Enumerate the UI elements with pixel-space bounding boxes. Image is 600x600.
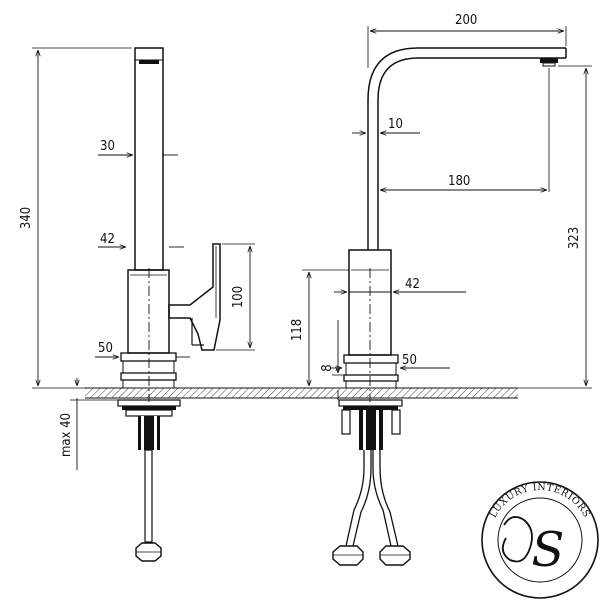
side-base xyxy=(120,352,177,389)
dimension-body-width-side: 42 xyxy=(98,232,184,247)
logo-monogram: S xyxy=(532,522,565,578)
label-reach-inner: 180 xyxy=(448,174,470,189)
dimension-outlet-height: 323 xyxy=(518,65,592,389)
dimension-body-width-front: 42 xyxy=(334,277,466,292)
front-mounting xyxy=(338,399,403,450)
label-base-width-front: 50 xyxy=(402,353,417,368)
side-body xyxy=(127,269,170,354)
dimension-body-height: 118 xyxy=(290,269,349,386)
label-total-height: 340 xyxy=(19,207,34,229)
label-handle-height: 100 xyxy=(231,286,246,308)
dimension-base-width-side: 50 xyxy=(95,341,190,357)
front-view-faucet xyxy=(332,47,567,566)
dimension-reach-inner: 180 xyxy=(380,68,550,192)
dimension-total-height: 340 xyxy=(19,47,132,389)
dimension-base-height: 8 xyxy=(320,320,344,400)
side-mounting xyxy=(117,399,181,450)
front-body xyxy=(348,249,392,356)
dimension-spout-width: 30 xyxy=(98,139,178,155)
label-max-thickness: max 40 xyxy=(59,413,74,457)
side-lever-handle xyxy=(168,243,221,351)
front-base xyxy=(343,354,399,389)
label-outlet-height: 323 xyxy=(567,227,582,249)
front-spout xyxy=(367,47,567,250)
logo-brand-text: LUXURY INTERIORS xyxy=(488,482,592,520)
label-base-height: 8 xyxy=(320,364,335,371)
countertop xyxy=(85,387,518,399)
side-spout xyxy=(134,47,164,271)
front-hoses xyxy=(332,450,411,566)
dimension-spout-wall: 10 xyxy=(352,117,420,133)
dimension-max-thickness: max 40 xyxy=(59,378,118,470)
label-body-height: 118 xyxy=(290,319,305,341)
dimension-handle-height: 100 xyxy=(216,243,255,351)
label-base-width-side: 50 xyxy=(98,341,113,356)
label-reach-total: 200 xyxy=(455,13,477,28)
side-hose xyxy=(135,449,162,562)
label-spout-width: 30 xyxy=(100,139,115,154)
label-spout-wall: 10 xyxy=(388,117,403,132)
side-view-faucet xyxy=(117,47,221,562)
dimension-reach-total: 200 xyxy=(367,13,567,68)
luxury-interiors-logo: LUXURY INTERIORS S xyxy=(481,481,599,599)
dimension-base-width-front: 50 xyxy=(330,353,450,368)
label-body-width-side: 42 xyxy=(100,232,115,247)
label-body-width-front: 42 xyxy=(405,277,420,292)
